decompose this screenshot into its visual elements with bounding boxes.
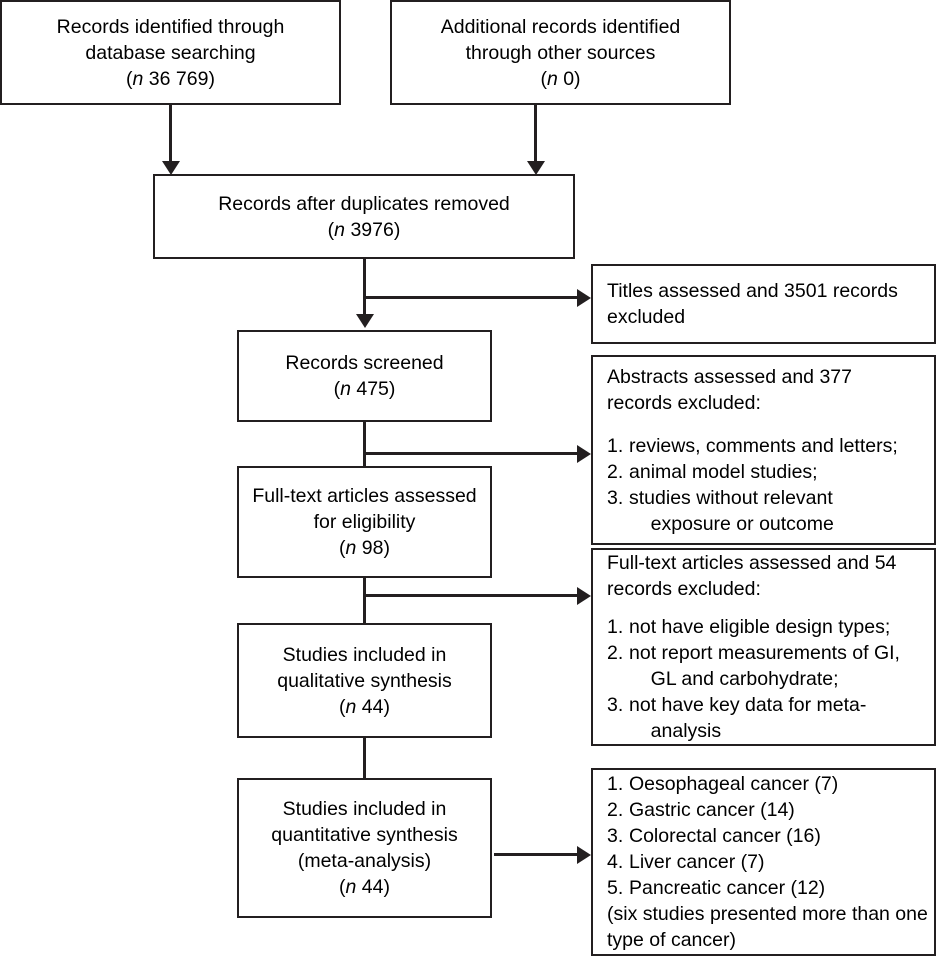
list-number: 1. <box>607 773 624 795</box>
list-item: 1.not have eligible design types; <box>607 614 890 640</box>
box-count: (n 0) <box>540 67 581 90</box>
box-count: (n 44) <box>339 695 390 718</box>
list-number: 3. <box>607 486 624 509</box>
list-number: 2. <box>607 642 624 664</box>
box-records-identified-database: Records identified through database sear… <box>0 0 341 105</box>
list-text: not have eligible design types; <box>629 616 891 638</box>
box-count: (n 98) <box>339 537 390 559</box>
list-number: 1. <box>607 434 624 457</box>
list-text: animal model studies; <box>629 460 818 483</box>
box-line: records excluded: <box>607 578 761 600</box>
box-records-identified-other: Additional records identified through ot… <box>390 0 731 105</box>
arrowhead-right-to-fulltext-excluded <box>577 587 591 605</box>
list-number: 5. <box>607 877 624 899</box>
box-line: for eligibility <box>313 511 416 533</box>
list-item: 4.Liver cancer (7) <box>607 849 764 875</box>
box-count: (n 475) <box>333 378 396 400</box>
box-cancer-types: 1.Oesophageal cancer (7) 2.Gastric cance… <box>591 768 936 956</box>
list-item: 2.Gastric cancer (14) <box>607 797 795 823</box>
connector-identified-database-to-duplicates <box>169 103 172 163</box>
box-line: records excluded: <box>607 391 761 414</box>
box-line: excluded <box>607 306 686 328</box>
list-item: 3.Colorectal cancer (16) <box>607 823 821 849</box>
box-count: (n 36 769) <box>126 67 215 90</box>
box-line: Titles assessed and 3501 records <box>607 280 898 302</box>
connector-fulltext-to-qualitative <box>363 578 366 636</box>
box-line: Additional records identified <box>440 15 681 38</box>
arrowhead-right-to-abstracts-excluded <box>577 445 591 463</box>
list-text: not have key data for meta- analysis <box>629 694 867 742</box>
box-line: Full-text articles assessed and 54 <box>607 552 897 574</box>
list-item: 1.Oesophageal cancer (7) <box>607 771 838 797</box>
box-records-after-duplicates-removed: Records after duplicates removed (n 3976… <box>153 174 575 259</box>
box-line: quantitative synthesis <box>271 824 458 846</box>
arrowhead-right-to-cancer-types <box>577 846 591 864</box>
connector-branch-to-fulltext-excluded <box>363 594 578 597</box>
list-number: 2. <box>607 460 624 483</box>
list-text: not report measurements of GI, GL and ca… <box>629 642 900 690</box>
list-text: studies without relevant exposure or out… <box>629 486 834 535</box>
connector-qualitative-to-quantitative <box>363 738 366 788</box>
box-line: through other sources <box>465 41 656 64</box>
list-item: 2.not report measurements of GI, GL and … <box>607 640 900 692</box>
box-fulltext-excluded: Full-text articles assessed and 54 recor… <box>591 548 936 746</box>
list-text: Oesophageal cancer (7) <box>629 773 839 795</box>
arrowhead-down-to-duplicates-right <box>527 161 545 175</box>
box-count: (n 44) <box>339 876 390 898</box>
list-item: 3.studies without relevant exposure or o… <box>607 485 834 537</box>
box-line: database searching <box>85 41 256 64</box>
list-number: 3. <box>607 825 624 847</box>
connector-quantitative-to-cancer-types <box>494 853 578 856</box>
box-line: Abstracts assessed and 377 <box>607 365 852 388</box>
box-studies-quantitative-synthesis: Studies included in quantitative synthes… <box>237 778 492 918</box>
box-line: Studies included in <box>282 643 447 666</box>
box-fulltext-articles-eligibility: Full-text articles assessed for eligibil… <box>237 466 492 578</box>
box-line: Records screened <box>285 352 444 374</box>
connector-branch-to-abstracts-excluded <box>363 452 578 455</box>
box-line: qualitative synthesis <box>277 669 452 692</box>
box-titles-excluded: Titles assessed and 3501 records exclude… <box>591 264 936 344</box>
box-records-screened: Records screened (n 475) <box>237 330 492 422</box>
arrowhead-down-to-screened <box>356 314 374 328</box>
box-line: Records after duplicates removed <box>218 192 510 215</box>
connector-identified-other-to-duplicates <box>534 103 537 163</box>
list-text: Gastric cancer (14) <box>629 799 795 821</box>
box-abstracts-excluded: Abstracts assessed and 377 records exclu… <box>591 355 936 545</box>
arrowhead-down-to-duplicates-left <box>162 161 180 175</box>
list-item: 3.not have key data for meta- analysis <box>607 692 866 744</box>
list-text: reviews, comments and letters; <box>629 434 898 457</box>
list-text: Pancreatic cancer (12) <box>629 877 826 899</box>
arrowhead-right-to-titles-excluded <box>577 289 591 307</box>
box-count: (n 3976) <box>327 218 401 241</box>
box-line: Studies included in <box>282 798 447 820</box>
box-line: Full-text articles assessed <box>252 485 477 507</box>
box-note-line: (six studies presented more than one <box>607 903 928 925</box>
connector-duplicates-to-screened <box>363 258 366 316</box>
list-item: 2.animal model studies; <box>607 459 818 485</box>
box-line: Records identified through <box>56 15 285 38</box>
list-text: Colorectal cancer (16) <box>629 825 821 847</box>
list-text: Liver cancer (7) <box>629 851 765 873</box>
connector-screened-to-fulltext <box>363 421 366 479</box>
list-number: 3. <box>607 694 624 716</box>
box-note-line: type of cancer) <box>607 929 736 951</box>
list-number: 1. <box>607 616 624 638</box>
connector-branch-to-titles-excluded <box>363 296 578 299</box>
box-line: (meta-analysis) <box>297 850 432 872</box>
list-number: 2. <box>607 799 624 821</box>
list-item: 5.Pancreatic cancer (12) <box>607 875 825 901</box>
box-studies-qualitative-synthesis: Studies included in qualitative synthesi… <box>237 623 492 738</box>
list-number: 4. <box>607 851 624 873</box>
list-item: 1.reviews, comments and letters; <box>607 433 898 459</box>
